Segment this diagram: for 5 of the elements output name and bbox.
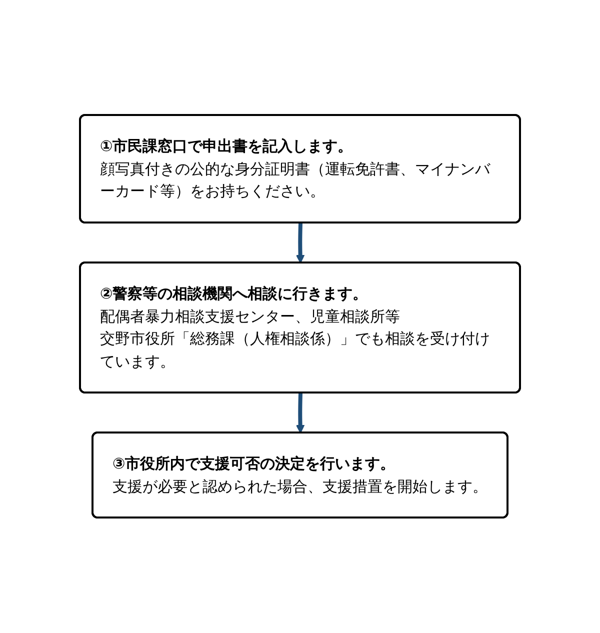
arrow xyxy=(296,223,305,264)
node-text: ②警察等の相談機関へ相談に行きます。 配偶者暴力相談支援センター、児童相談所等 交野市役所「総務課（人権相談係）」でも相談を受け付けています。 xyxy=(100,284,490,370)
node-text: ①市民課窓口で申出書を記入します。 顔写真付きの公的な身分証明書（運転免許書、マイナンバーカード等）をお持ちください。 xyxy=(100,137,490,200)
arrow xyxy=(296,393,305,434)
node-text: ③市役所内で支援可否の決定を行います。 支援が必要と認められた場合、支援措置を開始します。 xyxy=(112,454,488,496)
